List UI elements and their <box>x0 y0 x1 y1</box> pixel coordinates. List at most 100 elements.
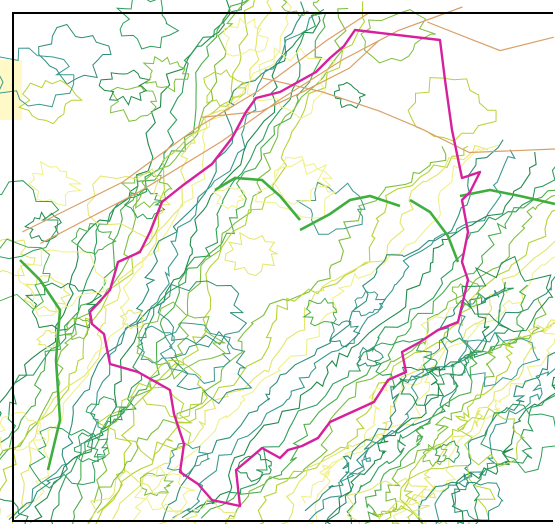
contour-line <box>0 0 231 418</box>
contour-loop <box>24 211 62 243</box>
contour-line <box>309 256 555 524</box>
contour-line <box>6 0 292 518</box>
contour-loop <box>133 464 196 515</box>
road-line <box>426 21 555 52</box>
contour-line <box>0 0 250 457</box>
contour-line <box>304 289 500 512</box>
contour-loop <box>383 504 414 524</box>
road-line <box>200 39 380 118</box>
contour-loop <box>212 186 246 210</box>
contour-loop <box>64 317 92 341</box>
contour-loop <box>246 46 336 120</box>
contour-loop <box>454 481 504 521</box>
ridge-line <box>19 259 62 471</box>
contour-line <box>451 376 555 524</box>
contour-loop <box>119 309 144 330</box>
contour-loop <box>70 223 117 255</box>
contour-line <box>14 8 325 519</box>
contour-line <box>300 291 479 504</box>
contour-loop <box>115 0 180 50</box>
contour-loop <box>236 451 272 482</box>
contour-loop <box>28 160 83 207</box>
contour-loop <box>22 275 71 313</box>
contour-line <box>257 209 555 524</box>
contour-loop <box>333 81 366 109</box>
contour-loop <box>136 301 227 380</box>
ridge-line <box>459 188 555 206</box>
contour-loop <box>98 69 152 106</box>
highlight-patch <box>0 60 22 120</box>
contour-line <box>418 351 555 524</box>
contour-loop <box>451 279 483 308</box>
contour-loop <box>461 255 554 333</box>
contour-loop <box>254 158 336 219</box>
contour-loop <box>302 297 338 327</box>
contour-loop <box>356 346 384 367</box>
contour-line <box>200 189 555 519</box>
contour-loop <box>281 0 321 17</box>
contour-loop <box>346 477 430 524</box>
contour-loop <box>0 498 29 524</box>
contour-line <box>325 281 506 524</box>
contour-line <box>393 319 555 524</box>
contour-loop <box>400 366 445 406</box>
contour-loop <box>0 47 75 108</box>
contour-loop <box>166 442 210 478</box>
contour-loop <box>0 180 60 260</box>
contour-line <box>172 149 516 519</box>
contour-loop <box>0 411 47 452</box>
contour-line <box>181 151 537 519</box>
contour-loop <box>0 238 51 310</box>
contour-line <box>95 1 366 524</box>
contour-loop <box>0 238 36 277</box>
contour-line <box>308 287 507 521</box>
study-area-boundary <box>88 28 482 508</box>
contour-loop <box>223 17 269 57</box>
contour-loop <box>86 168 171 241</box>
contour-line <box>188 166 555 513</box>
contour-loop <box>120 171 173 209</box>
contour-loop <box>87 469 184 524</box>
ridge-line <box>409 198 460 263</box>
contour-loop <box>295 181 366 235</box>
contour-line <box>162 139 504 522</box>
contour-line <box>372 322 555 519</box>
contour-line <box>112 144 489 520</box>
contour-loop <box>141 359 208 419</box>
contour-line <box>434 368 555 524</box>
ridge-line <box>214 176 301 221</box>
contour-loop <box>17 249 109 317</box>
contour-line <box>93 146 447 503</box>
contour-line <box>0 0 249 461</box>
contour-line <box>8 1 305 521</box>
contour-line <box>72 12 327 524</box>
road-line <box>261 77 555 154</box>
contour-loop <box>28 426 106 489</box>
contour-loop <box>351 290 387 317</box>
contour-loop <box>38 23 112 85</box>
contour-loop <box>142 55 190 93</box>
contour-loop <box>73 432 109 463</box>
contour-loop <box>399 464 496 524</box>
contour-loop <box>434 440 460 464</box>
contour-loop <box>328 320 361 348</box>
contour-loop <box>110 85 158 122</box>
contour-loop <box>184 498 237 524</box>
contour-loop <box>159 322 231 384</box>
contour-line <box>378 319 555 522</box>
road-lines <box>22 6 555 245</box>
contour-line <box>0 0 255 517</box>
contour-loop <box>170 330 253 405</box>
contour-line <box>0 0 243 444</box>
contour-loop <box>422 336 473 377</box>
contour-line <box>96 145 469 514</box>
road-line <box>40 6 463 245</box>
contour-line <box>87 7 349 524</box>
contour-loop <box>224 231 278 277</box>
contour-line <box>29 15 321 523</box>
contour-line <box>364 284 528 524</box>
contour-loop <box>203 69 247 107</box>
road-line <box>22 12 370 233</box>
